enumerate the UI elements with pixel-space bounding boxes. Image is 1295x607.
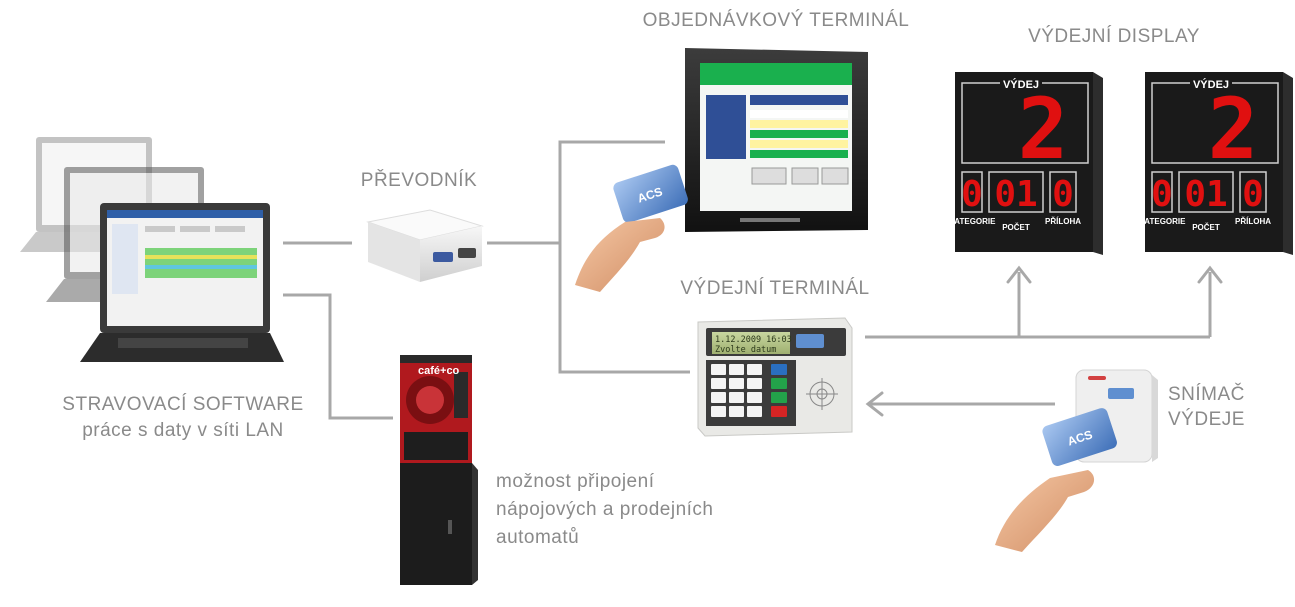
label-vending-line3: automatů [496, 527, 580, 548]
laptop-front [80, 203, 284, 362]
label-software-title: STRAVOVACÍ SOFTWARE [62, 394, 304, 415]
terminal-keypad [711, 364, 762, 417]
display-digit-count: 01 [1184, 174, 1227, 215]
label-software-subtitle: práce s daty v síti LAN [82, 420, 284, 441]
label-vending-line2: nápojových a prodejních [496, 499, 714, 520]
vending-brand: café+co [418, 365, 460, 377]
hand-with-card-ordering: ACS [575, 164, 688, 292]
arrow-up-display-2 [1197, 265, 1223, 284]
label-reader: SNÍMAČ VÝDEJE [1168, 384, 1268, 431]
label-reader-line2: VÝDEJE [1168, 409, 1245, 430]
display-caption-count: POČET [1002, 223, 1030, 232]
dispensing-display-2: VÝDEJ 2 0 01 0 KATEGORIE POČET PŘÍLOHA [1139, 72, 1293, 255]
line-laptop-vending [283, 293, 393, 420]
label-reader-line1: SNÍMAČ [1168, 384, 1245, 405]
display-caption-category: KATEGORIE [949, 217, 997, 226]
label-vending: možnost připojení nápojových a prodejníc… [496, 468, 776, 552]
dispensing-display-1: VÝDEJ 2 0 01 0 KATEGORIE POČET PŘÍLOHA [949, 72, 1103, 255]
display-caption-side: PŘÍLOHA [1235, 217, 1271, 226]
ordering-terminal [685, 48, 868, 232]
display-big-digit: 2 [1208, 80, 1259, 178]
display-caption-category: KATEGORIE [1139, 217, 1187, 226]
terminal-lcd-line1: 1.12.2009 16:03 [715, 335, 792, 345]
label-ordering-terminal: OBJEDNÁVKOVÝ TERMINÁL [642, 10, 910, 31]
label-software: STRAVOVACÍ SOFTWARE práce s daty v síti … [48, 394, 318, 442]
display-caption-side: PŘÍLOHA [1045, 217, 1081, 226]
display-caption-count: POČET [1192, 223, 1220, 232]
display-big-digit: 2 [1018, 80, 1069, 178]
rfid-card-icon: ACS [613, 164, 688, 223]
arrow-up-display-1 [1006, 265, 1032, 284]
connection-lines [283, 140, 1212, 420]
display-digit-count: 01 [994, 174, 1037, 215]
dispensing-terminal: 1.12.2009 16:03 Zvolte datum [697, 317, 853, 437]
arrow-heads [865, 265, 1223, 417]
label-vending-line1: možnost připojení [496, 471, 655, 492]
terminal-lcd-line2: Zvolte datum [715, 345, 776, 355]
display-digit-category: 0 [961, 174, 983, 215]
hand-with-card-reader: ACS [995, 408, 1117, 552]
display-digit-side: 0 [1052, 174, 1074, 215]
line-bus-vertical [558, 140, 690, 374]
arrow-left-terminal [865, 391, 884, 417]
display-title: VÝDEJ [1003, 78, 1039, 91]
laptop-stack [20, 137, 284, 362]
display-title: VÝDEJ [1193, 78, 1229, 91]
target-icon [806, 378, 838, 410]
vending-machine: café+co [400, 355, 478, 585]
label-dispensing-terminal: VÝDEJNÍ TERMINÁL [680, 278, 870, 299]
rfid-card-icon: ACS [1042, 408, 1117, 466]
label-converter: PŘEVODNÍK [360, 170, 478, 191]
label-dispensing-display: VÝDEJNÍ DISPLAY [1028, 26, 1200, 47]
display-digit-side: 0 [1242, 174, 1264, 215]
display-digit-category: 0 [1151, 174, 1173, 215]
converter-device [366, 209, 484, 282]
